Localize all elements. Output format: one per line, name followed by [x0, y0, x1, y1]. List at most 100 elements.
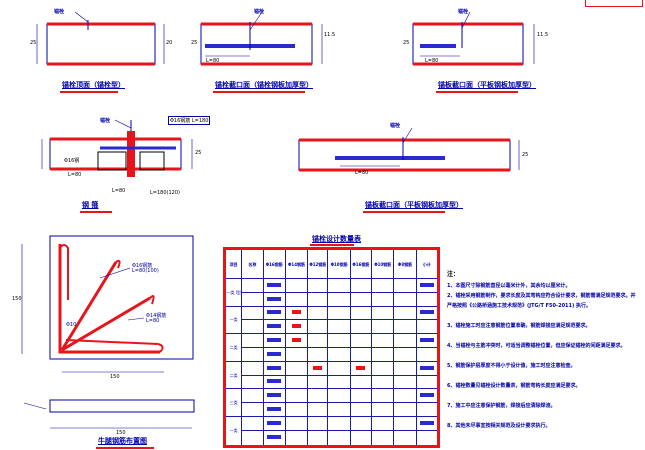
section-4-caption-underline [80, 211, 112, 213]
bracket-note-4: L=80 [146, 318, 160, 324]
schedule-table: 项目 名称 Φ16钢筋 Φ14钢筋 Φ12钢筋 Φ10钢筋 Φ16钢筋 Φ10钢… [223, 247, 440, 448]
bracket-drawing [21, 235, 195, 429]
note-item: 5、钢筋保护层厚度不得小于设计值，施工时应注意检查。 [447, 363, 576, 369]
qty-mark [267, 324, 282, 329]
section-2-dim-right: 11.5 [324, 32, 336, 38]
qty-mark [419, 365, 434, 370]
schedule-header-cell: 名称 [241, 248, 264, 279]
schedule-header-cell: Φ8钢筋 [393, 248, 417, 279]
section-1-caption-underline [60, 91, 118, 93]
section-3-drawing [412, 11, 535, 66]
notes-title: 注： [447, 271, 460, 278]
section-4-anchor-label: 锚栓 [100, 118, 111, 124]
section-4-dim-b: L=80 [112, 188, 126, 194]
section-4-dim-br: L=180(120) [150, 190, 180, 196]
section-1-dim-right: 20 [166, 40, 173, 46]
qty-mark [419, 420, 434, 425]
qty-mark [267, 310, 282, 315]
qty-mark [419, 282, 434, 287]
qty-mark [267, 420, 282, 425]
section-2-drawing [200, 11, 323, 66]
note-item: 8、其他未尽事宜按相关规范及设计要求执行。 [447, 423, 551, 429]
schedule-header-cell: Φ16钢筋 [349, 248, 373, 279]
bracket-caption-underline [96, 447, 154, 449]
section-2-dim-left: 25 [191, 40, 198, 46]
note-item: 1、本图尺寸除钢筋直径以毫米计外，其余均以厘米计。 [447, 283, 571, 289]
section-4-drawing [41, 119, 193, 177]
table-row: 一类 [223, 415, 440, 448]
section-1-drawing [36, 11, 165, 66]
section-2-dim-bottom: L=80 [206, 58, 220, 64]
section-4-caption: 钢 箍 [82, 201, 99, 209]
qty-mark-red [313, 365, 323, 370]
section-1-dim-left: 25 [30, 40, 37, 46]
qty-mark [267, 338, 282, 343]
schedule-header-cell: 小计 [415, 248, 440, 279]
row-item: 一类 [223, 305, 243, 335]
table-row [225, 402, 440, 417]
bracket-note-2: L=80(100) [132, 268, 159, 274]
section-2-caption-underline [213, 91, 305, 93]
table-row: 二类 [223, 360, 440, 390]
section-5-anchor-label: 锚栓 [390, 123, 401, 129]
bracket-note-5: Φ10 [66, 322, 77, 328]
qty-mark-red [292, 338, 301, 343]
section-3-dim-left: 25 [403, 40, 410, 46]
section-2-caption: 锚栓截口面（锚栓钢板加厚型） [215, 81, 313, 89]
section-4-note-tr: Φ16钢筋 L=180 [168, 116, 211, 125]
qty-mark [267, 435, 282, 440]
qty-mark [267, 351, 282, 356]
section-4-dim-bl2: L=80 [68, 172, 82, 178]
table-row: 一类 Ⅰ型 [223, 278, 440, 307]
schedule-header-cell: Φ12钢筋 [307, 248, 329, 279]
section-5-dim-bottom: L=80 [355, 170, 369, 176]
table-row: 三类 [223, 388, 440, 417]
note-item: 3、锚栓施工时应注意钢筋位置准确，钢筋焊接应满足规范要求。 [447, 323, 591, 329]
note-item: 7、施工中应注意保护钢筋，焊接后应清除焊渣。 [447, 403, 556, 409]
bracket-note-3: Φ14钢筋 [146, 313, 167, 319]
section-5-drawing [298, 127, 520, 172]
table-row [225, 319, 440, 335]
schedule-header-cell: 项目 [223, 248, 243, 279]
section-3-dim-bottom: L=80 [425, 58, 439, 64]
row-item: 二类 [223, 333, 243, 362]
qty-mark [419, 310, 434, 315]
note-item: 6、锚栓数量见锚栓设计数量表，钢筋弯钩长度应满足要求。 [447, 383, 581, 389]
section-1-caption: 锚栓顶面（锚栓型） [62, 81, 125, 89]
section-4-dim-right: 25 [195, 150, 202, 156]
section-3-caption: 锚板截口面（平板钢板加厚型） [438, 81, 536, 89]
qty-mark-red [292, 324, 301, 329]
qty-mark-red [356, 365, 366, 370]
row-item: 三类 [223, 388, 243, 417]
qty-mark [267, 282, 282, 287]
section-5-caption: 锚板截口面（平板钢板加厚型） [365, 201, 463, 209]
bracket-dim-left: 150 [12, 296, 22, 302]
row-item: 一类 Ⅰ型 [223, 278, 243, 307]
note-item: 2、锚栓采用钢筋制作，要求长度及其弯钩应符合设计要求，钢筋需满足规范要求。并严格… [447, 293, 636, 309]
row-item: 一类 [223, 415, 243, 448]
qty-mark-red [292, 310, 301, 315]
qty-mark [267, 379, 282, 384]
note-item: 4、当锚栓与主筋冲突时，可适当调整锚栓位置，但应保证锚栓的间距满足要求。 [447, 343, 626, 349]
schedule-title: 锚栓设计数量表 [312, 235, 361, 243]
section-5-dim-right: 25 [522, 152, 529, 158]
section-1-anchor-label: 锚栓 [54, 9, 65, 15]
section-4-dim-bl: Φ16钢 [64, 158, 80, 164]
schedule-header-cell: Φ10钢筋 [371, 248, 395, 279]
section-2-anchor-label: 锚栓 [254, 9, 265, 15]
qty-mark [419, 393, 434, 398]
qty-mark [267, 365, 282, 370]
section-3-anchor-label: 锚栓 [458, 9, 469, 15]
qty-mark [267, 393, 282, 398]
section-3-dim-right: 11.5 [537, 32, 549, 38]
qty-mark [267, 296, 282, 301]
row-item: 二类 [223, 360, 243, 390]
table-row: 二类 [223, 333, 440, 362]
schedule-header-row: 项目 名称 Φ16钢筋 Φ14钢筋 Φ12钢筋 Φ10钢筋 Φ16钢筋 Φ10钢… [223, 248, 440, 279]
table-row [225, 291, 440, 307]
table-row: 一类 [223, 305, 440, 335]
table-row [225, 429, 440, 448]
table-row [225, 374, 440, 390]
section-5-caption-underline [363, 211, 445, 213]
